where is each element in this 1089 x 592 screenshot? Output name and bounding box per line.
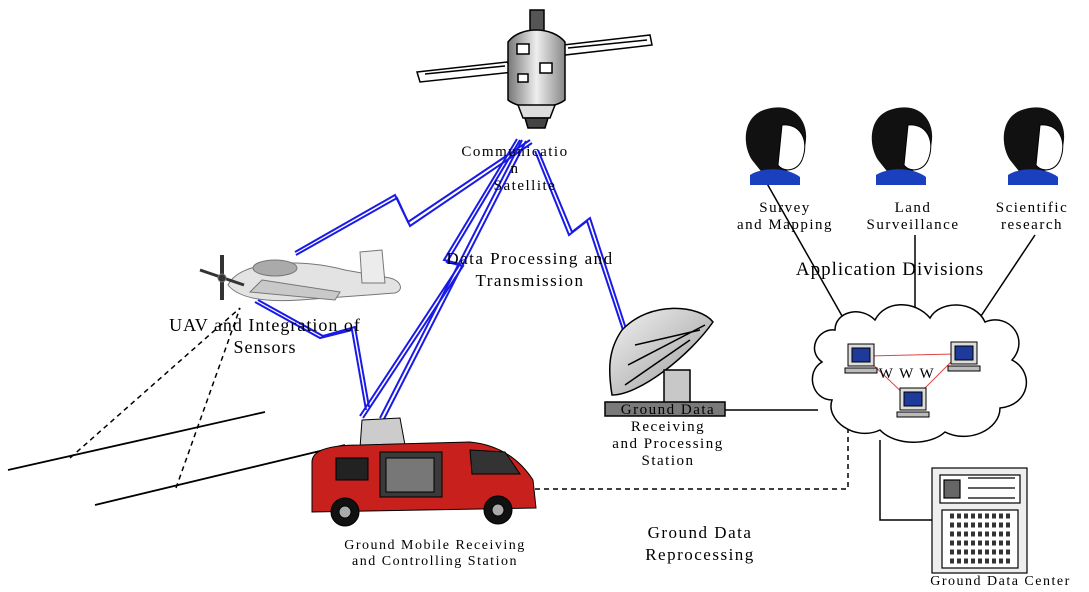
computer-icon bbox=[844, 343, 878, 374]
mobile-station-label-line1: Ground Mobile Receiving bbox=[344, 538, 526, 553]
ground-station-dish-icon bbox=[604, 307, 726, 417]
person-icon bbox=[871, 107, 933, 185]
division-line2: and Mapping bbox=[736, 217, 834, 233]
ground-station-label: Ground Data Receiving and Processing Sta… bbox=[598, 402, 738, 470]
satellite-label-line2: n bbox=[510, 161, 520, 177]
computer-icon bbox=[896, 387, 930, 418]
satellite-label-line3: Satellite bbox=[493, 178, 557, 194]
data-processing-label-line2: Transmission bbox=[475, 271, 585, 290]
www-label: W W W bbox=[878, 366, 936, 382]
reprocessing-label-line2: Reprocessing bbox=[645, 545, 755, 564]
person-icon bbox=[1003, 107, 1065, 185]
division-land-surveillance-label: Land Surveillance bbox=[848, 200, 978, 234]
division-line1: Scientific bbox=[995, 200, 1069, 216]
division-survey-mapping-label: Survey and Mapping bbox=[720, 200, 850, 234]
wireless-links bbox=[254, 138, 629, 420]
person-icon bbox=[745, 107, 807, 185]
ground-station-label-line2: Receiving bbox=[630, 419, 706, 435]
ground-station-label-line1: Ground Data bbox=[620, 402, 716, 418]
data-center-server-icon bbox=[931, 467, 1028, 574]
ground-station-label-line3: and Processing bbox=[612, 436, 724, 452]
division-line2: research bbox=[1001, 217, 1063, 233]
application-divisions-title: Application Divisions bbox=[795, 259, 985, 280]
division-line1: Survey bbox=[759, 200, 811, 216]
uav-label-line1: UAV and Integration of bbox=[169, 315, 361, 335]
data-processing-label-line1: Data Processing and bbox=[446, 249, 614, 268]
flight-lines bbox=[7, 307, 346, 506]
computer-icon bbox=[947, 341, 981, 372]
data-center-label: Ground Data Center bbox=[930, 574, 1071, 589]
satellite-label: Communicatio n Satellite bbox=[455, 144, 575, 195]
uav-label: UAV and Integration of Sensors bbox=[130, 314, 400, 358]
reprocessing-label-line1: Ground Data bbox=[647, 523, 753, 542]
uav-airplane-icon bbox=[199, 249, 401, 302]
satellite-label-line1: Communicatio bbox=[461, 144, 569, 160]
division-line2: Surveillance bbox=[866, 217, 960, 233]
network-links bbox=[535, 179, 1036, 521]
ground-station-label-line4: Station bbox=[641, 453, 695, 469]
reprocessing-label: Ground Data Reprocessing bbox=[625, 522, 775, 566]
division-scientific-research-label: Scientific research bbox=[978, 200, 1086, 234]
data-processing-label: Data Processing and Transmission bbox=[410, 248, 650, 292]
mobile-station-label: Ground Mobile Receiving and Controlling … bbox=[305, 538, 565, 570]
uav-label-line2: Sensors bbox=[233, 337, 297, 357]
division-line1: Land bbox=[894, 200, 932, 216]
mobile-station-label-line2: and Controlling Station bbox=[352, 554, 518, 569]
mobile-station-van-icon bbox=[311, 417, 537, 527]
satellite-icon bbox=[416, 9, 653, 129]
